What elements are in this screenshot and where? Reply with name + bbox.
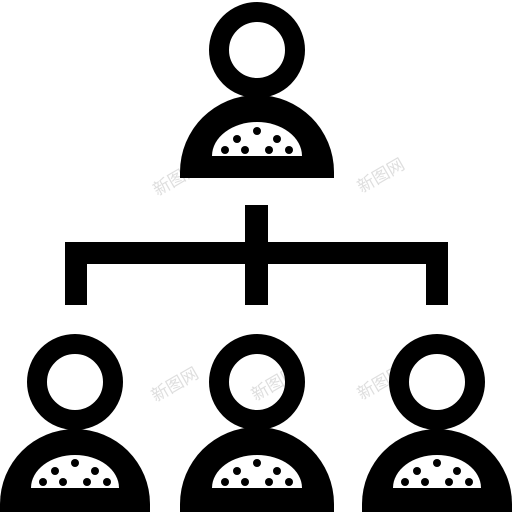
pattern-dots <box>221 459 293 486</box>
team-member-center-icon <box>180 334 334 512</box>
connector-horizontal <box>65 242 448 264</box>
manager-person-icon <box>180 2 334 178</box>
watermark-text: 新图网 <box>354 155 408 198</box>
watermark-text: 新图网 <box>148 364 202 407</box>
connector-left-drop <box>65 242 87 305</box>
pattern-dots <box>221 127 293 154</box>
team-member-right-icon <box>362 334 512 512</box>
body-dotted-pattern <box>31 455 119 488</box>
body-dotted-pattern <box>212 455 302 488</box>
head-outline <box>209 2 305 98</box>
head-outline <box>27 334 123 430</box>
pattern-dots <box>401 459 473 486</box>
hierarchy-connector <box>65 205 448 305</box>
connector-right-drop <box>426 242 448 305</box>
team-member-left-icon <box>0 334 150 512</box>
body-dotted-pattern <box>393 455 481 488</box>
head-outline <box>209 334 305 430</box>
body-dotted-pattern <box>212 122 302 156</box>
head-outline <box>389 334 485 430</box>
watermark-layer: 新图网 新图网 新图网 新图网 新图网 <box>148 155 408 407</box>
pattern-dots <box>39 459 111 486</box>
